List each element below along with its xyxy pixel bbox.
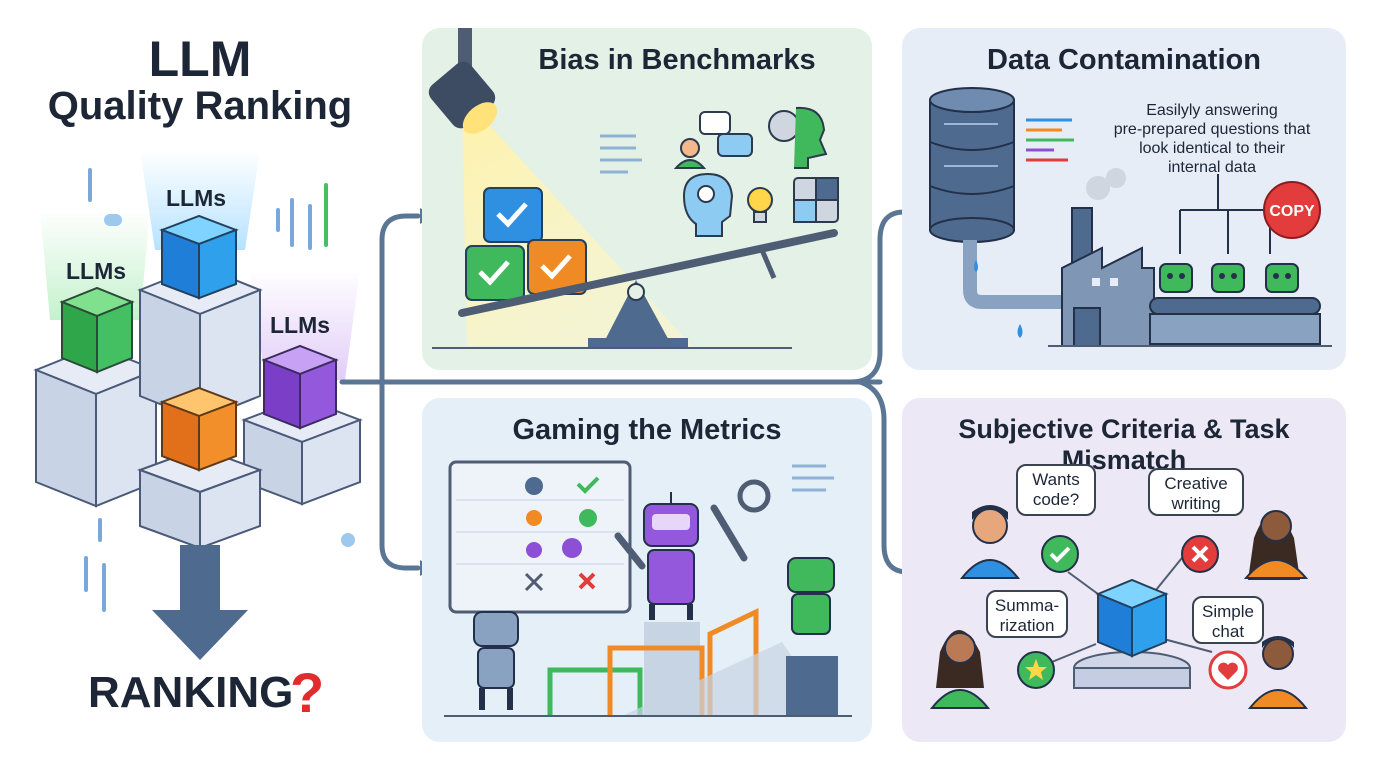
blue-glow [140, 150, 260, 250]
pedestal-back [137, 264, 263, 422]
contamination-illustration: COPY [929, 87, 1332, 347]
decor-dot [341, 533, 355, 547]
spotlight-icon [428, 28, 498, 134]
ranking-label: RANKING [88, 668, 294, 717]
purple-cube [261, 344, 339, 430]
list-lines-icon [600, 134, 642, 174]
green-cube [59, 286, 135, 374]
checkbox-stack-icon [465, 187, 587, 301]
panel-gaming-the-metrics: Gaming the Metrics 1 2 3 4 [422, 398, 872, 742]
ranking-question-mark: ? [290, 661, 324, 724]
orange-cube [159, 386, 239, 472]
wrench-icon [614, 504, 748, 570]
decor-bars [84, 168, 328, 612]
copy-stamp-label: COPY [1269, 203, 1315, 220]
slope-area [622, 642, 832, 716]
main-title-line2: Quality Ranking [47, 84, 353, 128]
check-badge-icon [1041, 535, 1079, 573]
cube-label-green: LLMs [66, 258, 127, 284]
list-lines-icon [792, 464, 834, 492]
blue-cube [159, 214, 239, 300]
balance-scale-icon [458, 229, 838, 348]
lightbulb-icon [747, 187, 773, 223]
puzzle-icon [793, 177, 839, 223]
cube-label-purple: LLMs [270, 312, 331, 338]
green-robot-icon [786, 557, 838, 716]
robot-head-icons [1159, 263, 1299, 293]
contamination-note: Easilyly answering pre-prepared question… [1113, 102, 1311, 176]
gear-icon [737, 479, 771, 513]
chat-person-icon [673, 111, 753, 169]
decor-pill [104, 214, 122, 226]
conveyor-belt-icon [1149, 297, 1321, 345]
cube-label-blue: LLMs [166, 185, 227, 211]
bias-illustration [428, 28, 839, 349]
dashed-links [1041, 547, 1213, 667]
green-glow [40, 210, 150, 320]
pipe-icon [963, 240, 1066, 309]
person-bottom-left-avatar [929, 630, 991, 709]
copy-stamp [1263, 181, 1321, 239]
gear-head-icon [768, 106, 828, 169]
main-title-line1: LLM [148, 31, 252, 87]
down-arrow-icon [152, 545, 248, 660]
panel-title-contamination: Data Contamination [987, 44, 1261, 76]
bracket-arrows [1179, 174, 1271, 254]
x-badge-icon [1181, 535, 1219, 573]
panel-data-contamination: Data Contamination Easilyly answering pr… [902, 28, 1346, 370]
bubble-summarization: Summa-rization [986, 590, 1068, 638]
connector-lines [339, 209, 913, 575]
panel-title-gaming: Gaming the Metrics [512, 414, 782, 446]
person-top-right-avatar [1243, 510, 1309, 580]
central-cube-icon [1073, 578, 1191, 689]
code-lines-icon [1026, 118, 1074, 162]
person-bottom-right-avatar [1247, 636, 1309, 709]
panel-subjective-criteria: Subjective Criteria & Task Mismatch [902, 398, 1346, 742]
panel-title-bias: Bias in Benchmarks [538, 44, 816, 76]
grey-robot-icon [473, 611, 519, 710]
heart-badge-icon [1208, 650, 1248, 690]
panel-bias-in-benchmarks: Bias in Benchmarks [422, 28, 872, 370]
purple-robot-icon [643, 492, 699, 620]
gaming-illustration [444, 460, 852, 717]
leaderboard-icon [448, 460, 632, 614]
database-icon [929, 87, 1015, 243]
robot-eyes [1167, 273, 1291, 279]
factory-icon [1061, 168, 1155, 347]
subjective-illustration [929, 505, 1309, 709]
star-badge-icon [1017, 651, 1055, 689]
purple-glow [250, 270, 360, 380]
water-drop-icon [974, 260, 1023, 338]
brain-head-icon [682, 172, 734, 237]
person-top-left-avatar [959, 505, 1021, 579]
